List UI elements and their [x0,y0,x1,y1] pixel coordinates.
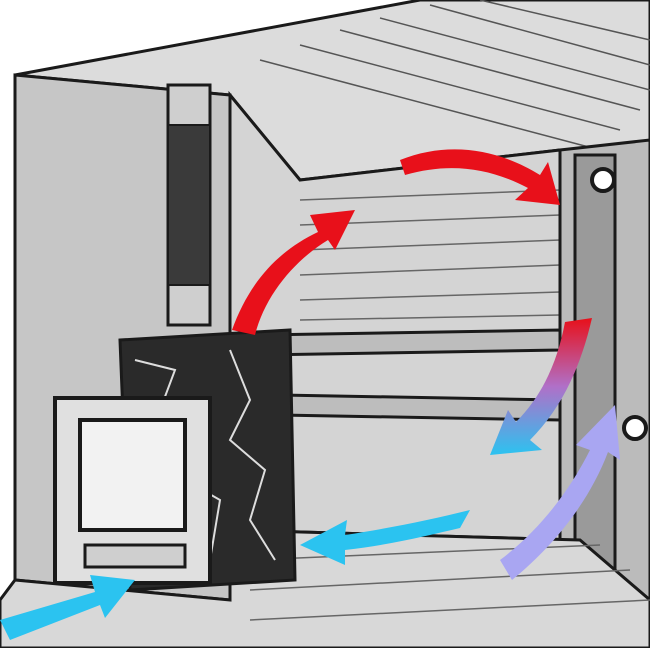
exhaust-rise-arrow [500,405,620,580]
stove-door-glass [78,418,187,532]
ash-drawer [83,543,187,569]
stove-rise-arrow [232,210,355,335]
intake-arrow [0,575,135,640]
floor-flow-arrow [300,510,470,565]
ceiling-boards [259,0,650,151]
chimney-stone-net [167,124,211,286]
wall-boards [299,189,561,321]
upper-vent [590,167,616,193]
lower-bench [278,393,562,422]
lower-vent [622,415,648,441]
descend-arrow [490,318,592,455]
ceiling-flow-arrow [400,149,560,205]
vent-channel [573,153,617,597]
upper-bench [258,328,562,357]
